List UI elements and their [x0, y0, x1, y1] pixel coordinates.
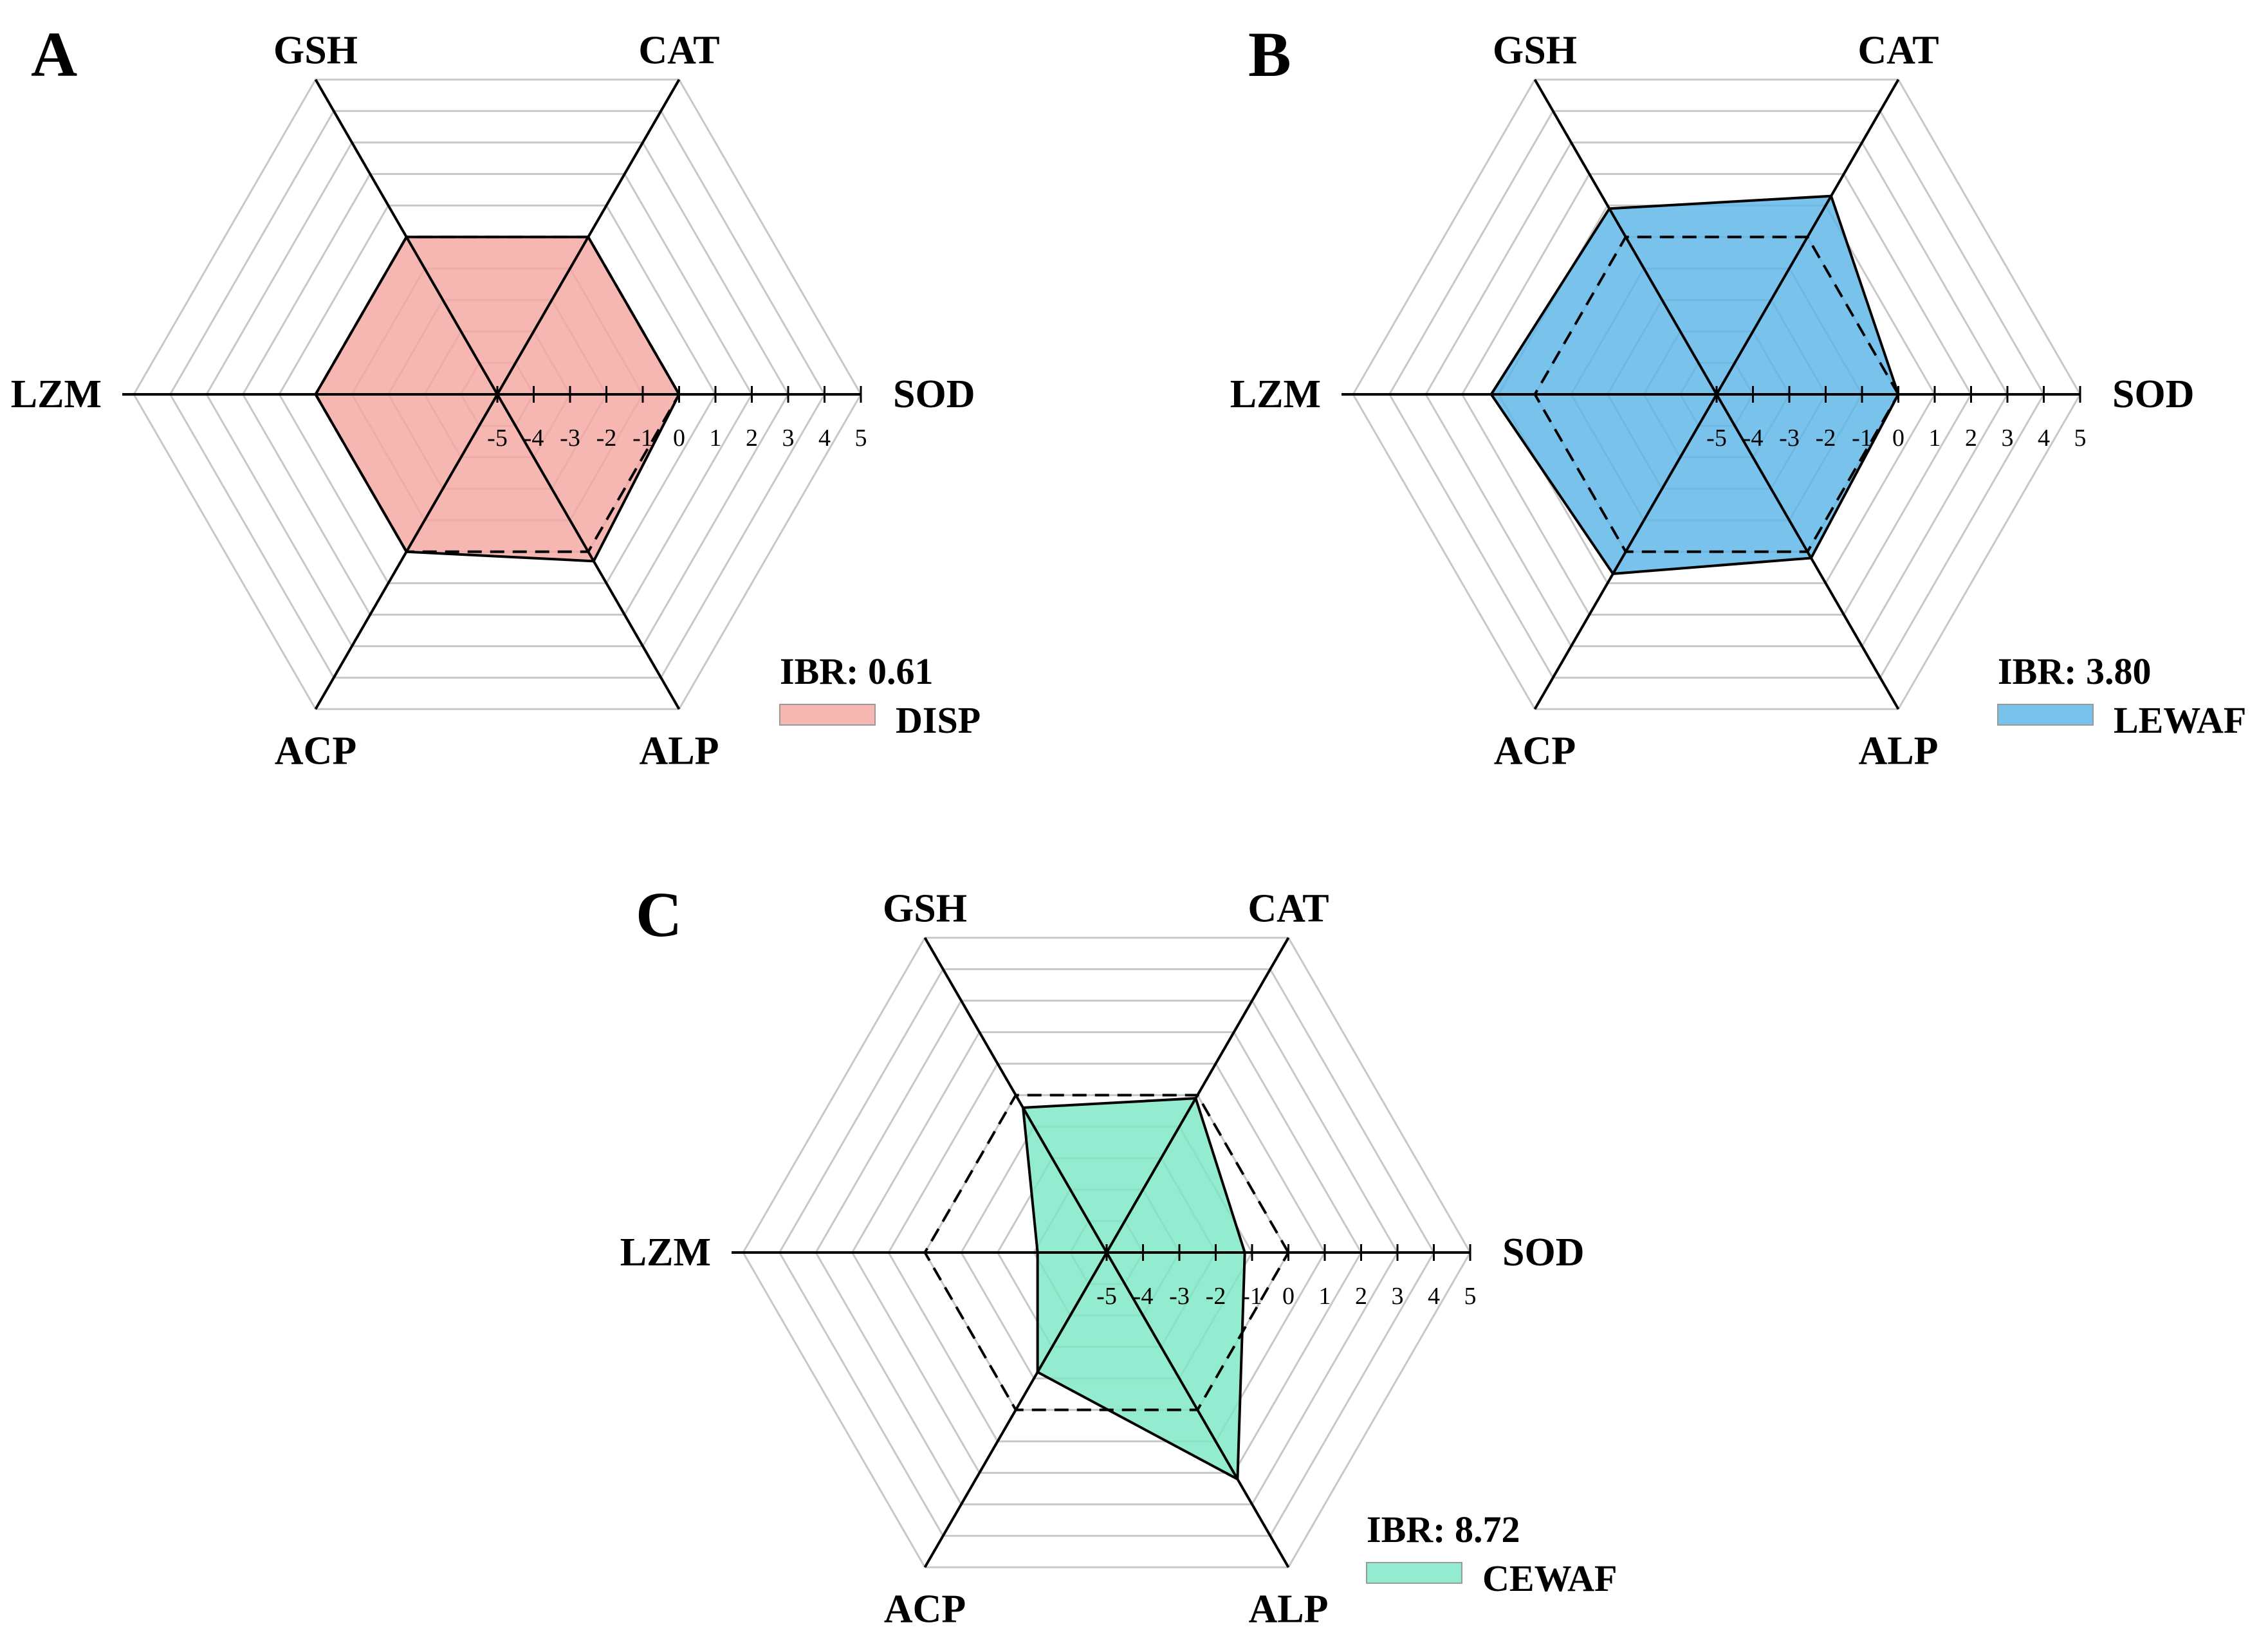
series-polygon [1489, 194, 1900, 575]
axis-spoke [1715, 78, 1900, 396]
tick-label: 4 [818, 425, 831, 452]
tick-label: 2 [1965, 425, 1977, 452]
tick-label: 0 [1892, 425, 1904, 452]
axis-label-gsh: GSH [273, 29, 358, 73]
tick-label: 5 [2074, 425, 2087, 452]
tick-label: 3 [1392, 1283, 1404, 1310]
ibr-value: IBR: 0.61 [780, 650, 933, 692]
axis-spoke [496, 78, 681, 396]
tick-label: -4 [524, 425, 544, 452]
axis-label-cat: CAT [1858, 29, 1939, 73]
tick-label: 1 [1319, 1283, 1331, 1310]
tick-label: -2 [1206, 1283, 1226, 1310]
tick-label: -4 [1743, 425, 1764, 452]
axis-spoke [923, 937, 1108, 1254]
axis-label-lzm: LZM [620, 1231, 711, 1274]
tick-label: 0 [673, 425, 685, 452]
axis-spoke [1533, 393, 1718, 710]
axis-label-gsh: GSH [1493, 29, 1577, 73]
legend-swatch [779, 704, 876, 726]
tick-label: 4 [2038, 425, 2050, 452]
tick-label: -5 [1706, 425, 1727, 452]
legend-label: CEWAF [1482, 1557, 1617, 1599]
tick-label: 5 [1464, 1283, 1477, 1310]
tick-label: -5 [487, 425, 508, 452]
axis-spoke [496, 393, 681, 710]
legend-swatch [1366, 1562, 1462, 1584]
panel-letter: A [31, 19, 77, 90]
axis-label-acp: ACP [275, 729, 356, 773]
legend-label: LEWAF [2114, 699, 2246, 741]
tick-label: -3 [1779, 425, 1800, 452]
tick-label: 5 [855, 425, 867, 452]
axis-spoke [923, 1252, 1108, 1568]
axis-spoke [314, 78, 499, 396]
legend-swatch [1997, 704, 2094, 726]
tick-label: -2 [596, 425, 617, 452]
axis-label-lzm: LZM [1230, 372, 1321, 416]
tick-label: -1 [1852, 425, 1872, 452]
tick-label: -3 [1169, 1283, 1190, 1310]
tick-label: -3 [560, 425, 580, 452]
tick-label: 0 [1282, 1283, 1295, 1310]
tick-label: 1 [710, 425, 722, 452]
panel-letter: C [636, 879, 682, 950]
ibr-value: IBR: 8.72 [1367, 1509, 1520, 1550]
tick-label: -4 [1133, 1283, 1154, 1310]
axis-spoke [314, 393, 499, 710]
tick-label: 4 [1428, 1283, 1440, 1310]
panel-letter: B [1248, 19, 1291, 90]
tick-label: 3 [2002, 425, 2014, 452]
axis-label-alp: ALP [640, 729, 719, 773]
tick-label: -1 [632, 425, 653, 452]
tick-label: 3 [782, 425, 795, 452]
ibr-value: IBR: 3.80 [1998, 650, 2151, 692]
tick-label: -2 [1816, 425, 1836, 452]
tick-label: 2 [746, 425, 758, 452]
axis-label-cat: CAT [1248, 887, 1329, 931]
axis-label-alp: ALP [1249, 1587, 1329, 1631]
axis-label-acp: ACP [884, 1587, 966, 1631]
tick-label: 2 [1355, 1283, 1367, 1310]
axis-label-gsh: GSH [883, 887, 967, 931]
axis-label-cat: CAT [638, 29, 719, 73]
axis-spoke [1533, 78, 1718, 396]
axis-spoke [1105, 1252, 1290, 1568]
axis-label-sod: SOD [893, 372, 975, 416]
legend-label: DISP [896, 699, 981, 741]
axis-label-sod: SOD [2112, 372, 2194, 416]
axis-label-sod: SOD [1502, 1231, 1584, 1274]
axis-label-lzm: LZM [11, 372, 102, 416]
tick-label: -5 [1096, 1283, 1117, 1310]
axis-label-alp: ALP [1859, 729, 1939, 773]
axis-spoke [1715, 393, 1900, 710]
axis-spoke [1105, 937, 1290, 1254]
axis-label-acp: ACP [1494, 729, 1576, 773]
tick-label: 1 [1929, 425, 1941, 452]
tick-label: -1 [1242, 1283, 1262, 1310]
